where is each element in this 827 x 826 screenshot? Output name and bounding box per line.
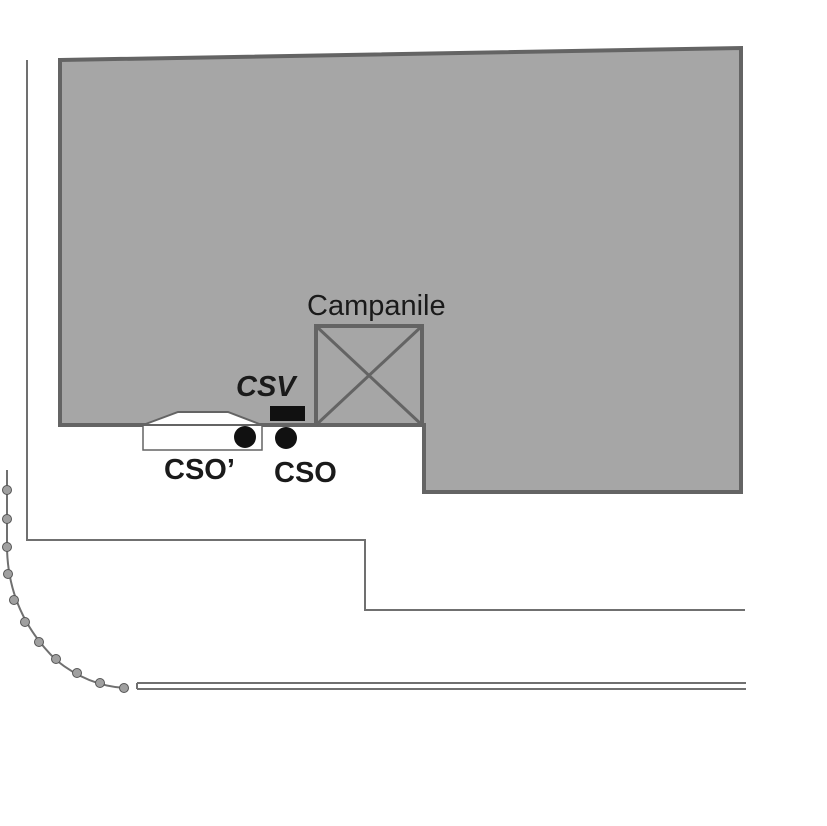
track-node (9, 595, 19, 605)
campanile-tower (314, 324, 424, 427)
street-boundary-line (26, 60, 745, 611)
campanile-label: Campanile (307, 290, 446, 322)
cso-label: CSO (274, 457, 337, 489)
csv-marker (270, 406, 305, 421)
track-node (2, 542, 12, 552)
track-node (2, 514, 12, 524)
annex-roof (142, 411, 263, 426)
track-node (51, 654, 61, 664)
csv-label: CSV (236, 371, 298, 403)
track-node (3, 569, 13, 579)
track-node (119, 683, 129, 693)
main-building (58, 45, 743, 494)
annex-outline (142, 425, 263, 451)
cso-prime-label: CSO’ (164, 454, 235, 486)
track-node (20, 617, 30, 627)
track-node (34, 637, 44, 647)
track-node (95, 678, 105, 688)
cso-prime-marker (234, 426, 256, 448)
cso-marker (275, 427, 297, 449)
curved-track (2, 470, 129, 693)
track-node (2, 485, 12, 495)
track-node (72, 668, 82, 678)
